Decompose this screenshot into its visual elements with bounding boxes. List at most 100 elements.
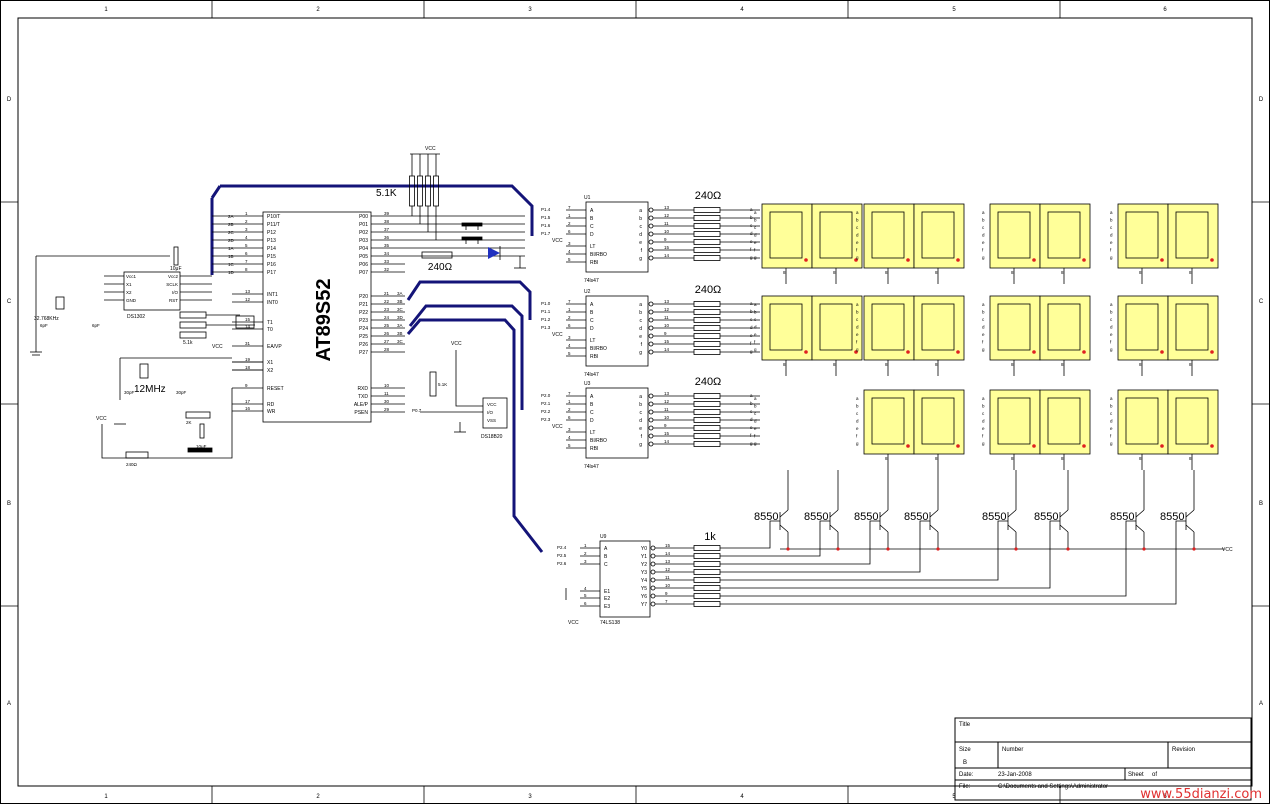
decoder-pin-number: 5	[568, 257, 571, 262]
display-pin-label: 8	[1011, 270, 1014, 275]
mcu-pin-number: 31	[245, 341, 251, 346]
transistor-label: 8550	[904, 511, 928, 523]
mcu-pin-net: 2D	[228, 238, 235, 243]
decoder-out-bubble	[648, 433, 654, 439]
mcu-pin-number: 1	[245, 211, 248, 216]
cap-6pf-label: 6pF	[92, 323, 100, 328]
decoder-pin-name: BI/RBO	[590, 346, 607, 352]
display-pin-label: 8	[783, 362, 786, 367]
decoder-pin-name: b	[639, 310, 642, 316]
row-label-left: A	[7, 701, 11, 707]
display-seg-label: f	[982, 434, 984, 439]
ds18b20-pullup	[429, 371, 437, 397]
col-label-bottom: 1	[104, 794, 108, 800]
segment-resistor	[693, 417, 721, 423]
bus-p1-entry	[210, 185, 222, 199]
mcu-pin-number: 12	[245, 297, 251, 302]
demux-pin-number: 15	[665, 543, 671, 548]
decoder-pin-number: 4	[568, 343, 571, 348]
bus-lines	[210, 184, 544, 553]
of-label: of	[1152, 772, 1157, 778]
junction-dot	[836, 547, 840, 551]
decoder-pin-name: d	[639, 232, 642, 238]
display-seg-label: a	[1110, 302, 1113, 307]
display-seg-label: b	[1110, 218, 1113, 223]
decoder-part: 74ls47	[584, 278, 599, 284]
decoder-in-net: P1.3	[541, 325, 551, 330]
display-seg-label: g	[754, 255, 757, 260]
vcc-label: VCC	[552, 424, 563, 430]
mcu-pin-name: P22	[359, 310, 368, 316]
mcu-pin-number: 16	[245, 406, 251, 411]
display-seg-label: e	[1110, 332, 1113, 337]
mcu-pin-name: P07	[359, 270, 368, 276]
mcu-pin-number: 6	[245, 251, 248, 256]
mcu-pin-number: 21	[384, 291, 390, 296]
demux-pin-name: B	[604, 554, 608, 560]
decoder-out-bubble	[648, 349, 654, 355]
mcu-pin-net: 3A	[397, 323, 403, 328]
revision-label: Revision	[1172, 747, 1195, 753]
base-wire	[720, 520, 930, 573]
decoder-pin-number: 6	[568, 323, 571, 328]
decoder-pin-name: RBI	[590, 354, 598, 360]
ds18b20-pin-name: VCC	[487, 402, 497, 407]
decoder-pin-number: 9	[664, 423, 667, 428]
mcu-pin-number: 24	[384, 315, 390, 320]
demux-pin-number: 7	[665, 599, 668, 604]
mcu-pin-name: P20	[359, 294, 368, 300]
rtc-pin-name: GND	[126, 298, 137, 303]
display-seg-label: d	[1110, 325, 1113, 330]
display-seg-label: g	[856, 441, 859, 446]
display-seg-label: g	[754, 441, 757, 446]
ds18b20-res-label: 5.1K	[438, 382, 447, 387]
display-seg-label: g	[1110, 255, 1113, 260]
demux-pin-name: Y0	[641, 546, 647, 552]
pullup-resistor	[433, 175, 439, 207]
junction-dot	[936, 547, 940, 551]
display-seg-label: f	[754, 340, 756, 345]
base-wire	[720, 520, 780, 549]
decoder-pin-name: D	[590, 418, 594, 424]
mcu-pin-number: 7	[245, 259, 248, 264]
demux-pin-name: Y3	[641, 570, 647, 576]
mcu-pin-name: RXD	[357, 386, 368, 392]
ds18b20-pin-name: VSS	[487, 418, 496, 423]
decoder-pin-name: RBI	[590, 260, 598, 266]
transistor-label: 8550	[854, 511, 878, 523]
segment-resistor-label: 240Ω	[695, 190, 722, 202]
display-seg-label: c	[754, 225, 757, 230]
decoder-part: 74ls47	[584, 464, 599, 470]
decoder-pin-number: 10	[664, 323, 670, 328]
mcu-pin-name: P11/T	[267, 222, 280, 228]
display-seg-label: b	[1110, 310, 1113, 315]
demux-out-bubble	[650, 593, 656, 599]
title-label: Title	[959, 722, 971, 728]
decoder-u2	[585, 295, 649, 367]
display-pin-label: 8	[1011, 456, 1014, 461]
size-label: Size	[959, 747, 971, 753]
demux-pin-number: 11	[665, 575, 670, 580]
junction-dot	[786, 547, 790, 551]
display-seg-label: g	[856, 347, 859, 352]
date-label: Date:	[959, 772, 974, 778]
vcc-label: VCC	[552, 238, 563, 244]
file-label: File:	[959, 784, 971, 790]
row-label-right: D	[1259, 97, 1264, 103]
junction-dot	[886, 547, 890, 551]
seven-seg-dp	[1082, 350, 1086, 354]
demux-pin-name: E1	[604, 589, 610, 595]
col-label-top: 6	[1163, 7, 1167, 13]
seven-seg-digit	[819, 303, 853, 351]
mcu-pin-name: ALE/P	[354, 402, 369, 408]
display-seg-label: g	[1110, 347, 1113, 352]
rtc-resistor	[179, 311, 207, 319]
seven-seg-dp	[1210, 258, 1214, 262]
sheet-label: Sheet	[1128, 772, 1144, 778]
mcu-pin-name: P10/T	[267, 214, 280, 220]
decoder-pin-name: f	[641, 434, 643, 440]
seven-seg-digit	[1047, 397, 1081, 445]
decoder-pin-number: 13	[664, 391, 670, 396]
decoder-pin-name: e	[639, 334, 642, 340]
decoder-pin-number: 12	[664, 399, 670, 404]
